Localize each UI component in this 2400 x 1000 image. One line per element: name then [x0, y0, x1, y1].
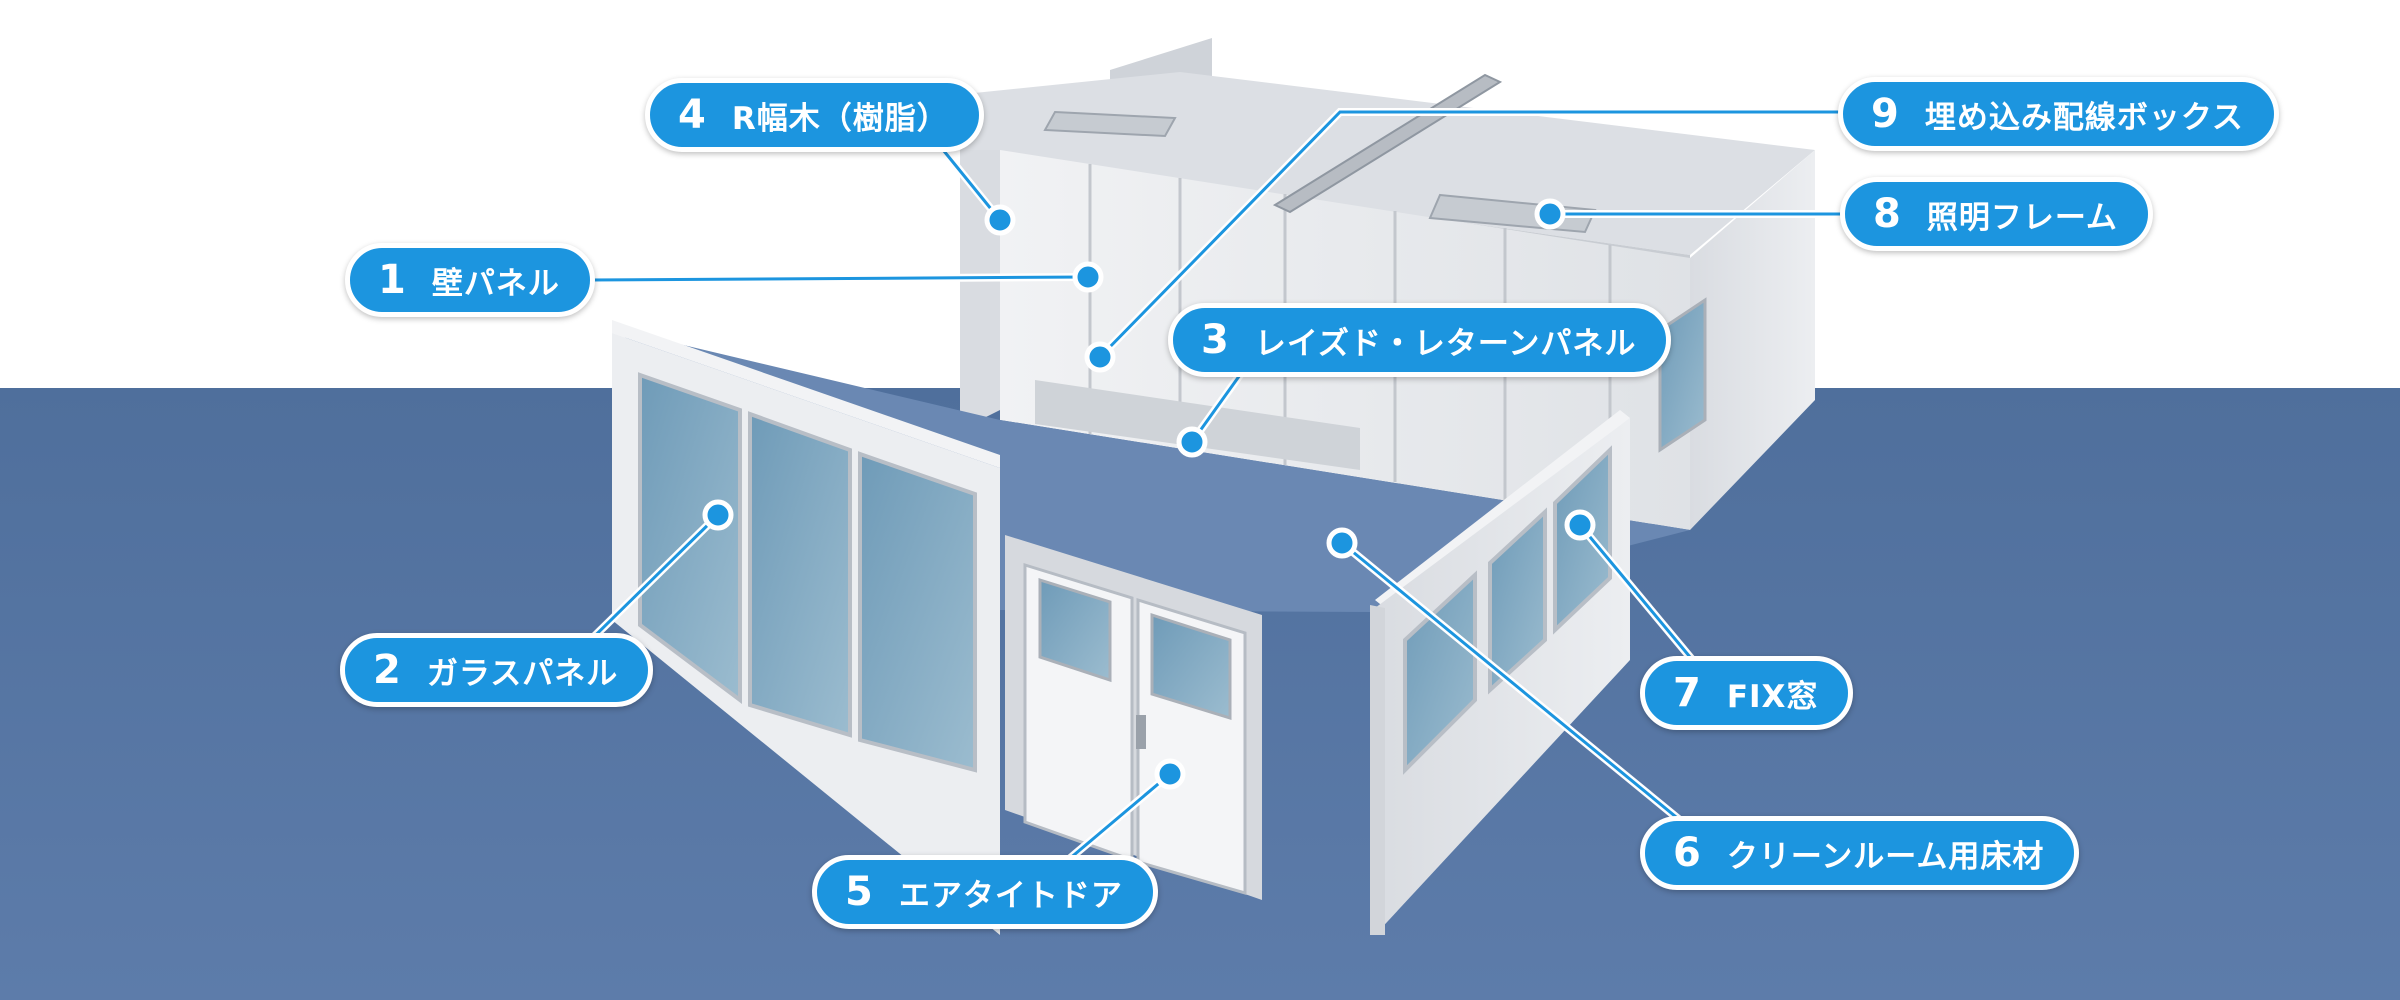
callout-4-number: 4 — [678, 92, 706, 138]
callout-6-number: 6 — [1673, 830, 1701, 876]
raised-return-panel — [1035, 380, 1360, 470]
callout-1-number: 1 — [378, 257, 406, 303]
callout-1-label: 壁パネル — [431, 265, 560, 302]
glass-pane-2 — [748, 411, 852, 738]
callout-5-label: エアタイトドア — [898, 877, 1123, 914]
left-partition — [612, 320, 1262, 935]
door-handle — [1136, 715, 1146, 749]
door-window-right — [1150, 612, 1232, 721]
leader-line-9 — [1098, 110, 1880, 359]
corner-post — [1370, 605, 1385, 935]
callout-1: 1 壁パネル — [345, 243, 595, 317]
callout-4: 4 R幅木（樹脂） — [645, 78, 984, 152]
door-window-left — [1038, 577, 1112, 683]
callout-3: 3 レイズド・レターンパネル — [1168, 303, 1672, 377]
back-room-right-window — [1658, 297, 1707, 453]
callout-8-label: 照明フレーム — [1926, 199, 2118, 236]
callout-9: 9 埋め込み配線ボックス — [1838, 77, 2279, 151]
lighting-frame-1 — [1043, 110, 1177, 138]
callout-7-label: FIX窓 — [1726, 678, 1819, 715]
callout-9-label: 埋め込み配線ボックス — [1924, 99, 2244, 136]
callout-6-label: クリーンルーム用床材 — [1726, 838, 2045, 875]
callout-6: 6 クリーンルーム用床材 — [1640, 816, 2080, 890]
callout-8: 8 照明フレーム — [1840, 177, 2153, 251]
anchor-dot-7 — [1564, 509, 1596, 541]
leader-line-6 — [1341, 541, 1721, 855]
back-room-right-wall — [1690, 150, 1815, 530]
anchor-dot-5 — [1154, 758, 1186, 790]
anchor-dot-2 — [702, 499, 734, 531]
anchor-dot-4 — [984, 204, 1016, 236]
leader-line-1 — [589, 275, 1089, 282]
anchor-dot-8 — [1534, 198, 1566, 230]
callout-5: 5 エアタイトドア — [812, 855, 1158, 929]
callout-2: 2 ガラスパネル — [340, 633, 654, 707]
fix-window-1 — [1403, 570, 1477, 775]
glass-pane-3 — [858, 451, 977, 773]
right-wall-top — [1375, 410, 1630, 608]
callout-3-label: レイズド・レターンパネル — [1254, 325, 1637, 362]
anchor-dots — [702, 198, 1596, 790]
left-wall-top — [612, 320, 1000, 468]
callout-4-label: R幅木（樹脂） — [731, 100, 949, 137]
callout-7-number: 7 — [1673, 670, 1701, 716]
callout-8-number: 8 — [1873, 191, 1901, 237]
anchor-dot-9 — [1084, 341, 1116, 373]
fix-window-2 — [1488, 507, 1547, 695]
anchor-dot-6 — [1326, 527, 1358, 559]
callout-9-number: 9 — [1871, 91, 1899, 137]
callout-7: 7 FIX窓 — [1640, 656, 1854, 730]
callout-3-number: 3 — [1201, 317, 1229, 363]
callout-2-label: ガラスパネル — [426, 655, 619, 692]
callout-2-number: 2 — [373, 647, 401, 693]
callout-5-number: 5 — [845, 869, 873, 915]
leader-line-4 — [933, 139, 1002, 221]
anchor-dot-1 — [1072, 261, 1104, 293]
anchor-dot-3 — [1176, 426, 1208, 458]
